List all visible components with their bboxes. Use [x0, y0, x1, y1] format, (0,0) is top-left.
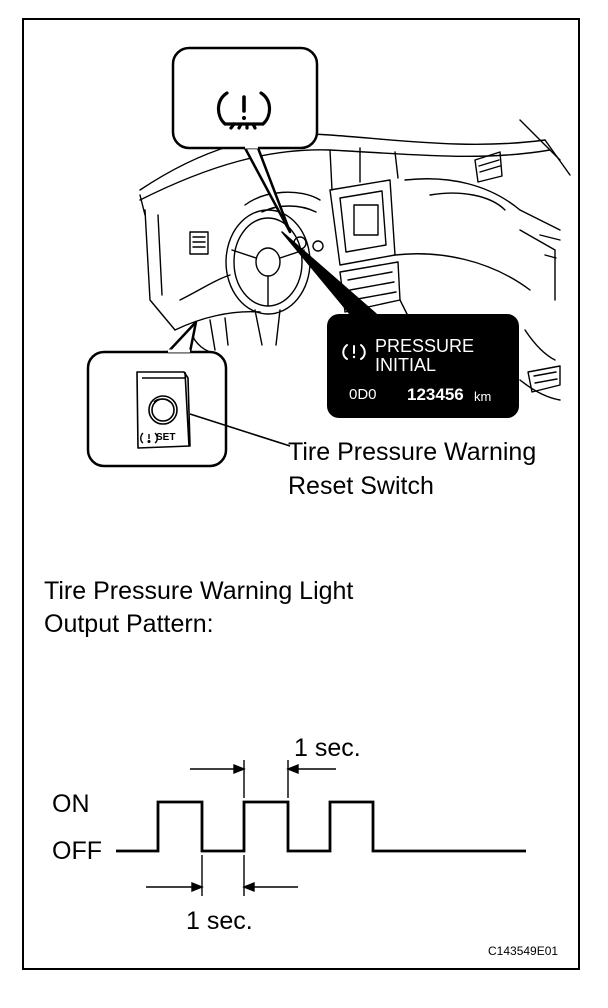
upper-interval-label: 1 sec. [294, 734, 361, 762]
figure-code: C143549E01 [488, 944, 559, 958]
multi-information-display: PRESSURE INITIAL 0D0 123456 km [327, 314, 519, 418]
display-odo-label: 0D0 [349, 386, 377, 403]
pattern-title-line2: Output Pattern: [44, 610, 214, 638]
reset-switch-panel [136, 371, 191, 449]
switch-leader-line [189, 413, 291, 447]
figure-frame [22, 18, 580, 970]
dashboard-illustration [139, 119, 571, 401]
display-tire-pressure-icon [342, 344, 366, 360]
off-label: OFF [52, 837, 102, 865]
on-label: ON [52, 790, 90, 818]
tire-pressure-warning-icon [216, 91, 272, 130]
output-pattern-waveform [116, 800, 526, 853]
pattern-title-line1: Tire Pressure Warning Light [44, 577, 354, 605]
switch-set-label: SET [156, 432, 176, 443]
lower-interval-arrows [146, 855, 298, 896]
reset-switch-label-line2: Reset Switch [288, 472, 434, 500]
upper-interval-arrows [190, 760, 336, 798]
display-odo-unit: km [474, 389, 492, 404]
display-line-2: INITIAL [375, 355, 437, 375]
display-odo-value: 123456 [407, 385, 464, 404]
lower-interval-label: 1 sec. [186, 907, 253, 935]
display-line-1: PRESSURE [375, 336, 475, 356]
switch-tire-pressure-icon [140, 432, 158, 444]
reset-switch-label-line1: Tire Pressure Warning [288, 438, 537, 466]
